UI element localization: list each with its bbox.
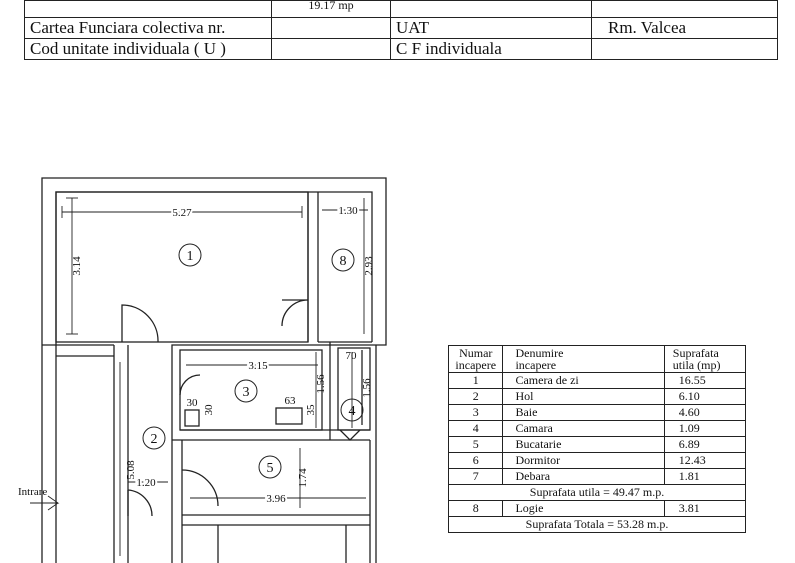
row-name: Dormitor: [502, 452, 665, 469]
row-name: Camara: [502, 420, 665, 437]
entrance-label: Intrare: [18, 486, 47, 498]
subtotal-row: Suprafata utila = 49.47 m.p.: [448, 484, 746, 501]
dim-fixture-b: 30: [203, 404, 215, 416]
row-name: Hol: [502, 388, 665, 405]
row-name: Camera de zi: [502, 372, 665, 389]
header-top-mid: [390, 0, 592, 18]
row-area: 1.81: [663, 468, 747, 485]
dim-room3-width: 3.15: [248, 360, 268, 372]
header-row-cod-unitate: Cod unitate individuala ( U ) C F indivi…: [24, 38, 778, 60]
header-value-cf-individuala: [591, 38, 778, 60]
dim-fixture-c: 63: [285, 395, 297, 407]
dim-hall-width: 1.20: [136, 477, 156, 489]
row-num: 7: [447, 468, 504, 485]
header-number-line2: incapere: [455, 358, 497, 372]
dim-room8-width: 1.30: [338, 205, 358, 217]
room-number-5: 5: [267, 461, 274, 476]
row-area: 12.43: [663, 452, 747, 469]
dim-room4-width: 70: [346, 350, 358, 362]
header-top-right: [591, 0, 778, 18]
dimension-labels: 5.27 3.14 1.30 2.93 3.15 1.56 70 1.56 30…: [71, 203, 375, 507]
room-numbers: 1 2 3 4 5 8: [151, 249, 356, 476]
header-top-row: 19.17 mp: [24, 0, 778, 18]
total-text: Suprafata Totala = 53.28 m.p.: [448, 516, 746, 533]
dim-room4-height: 1.56: [361, 378, 373, 398]
row-num: 6: [447, 452, 504, 469]
header-top-fragment: 19.17 mp: [271, 0, 391, 18]
row-area: 16.55: [663, 372, 747, 389]
header-row-cf-colectiva: Cartea Funciara colectiva nr. UAT Rm. Va…: [24, 17, 778, 39]
row-name: Baie: [502, 404, 665, 421]
row-name: Logie: [502, 500, 665, 517]
row-num: 3: [447, 404, 504, 421]
dim-hall-height: 5.08: [125, 460, 137, 480]
row-area: 6.89: [663, 436, 747, 453]
row-num: 5: [447, 436, 504, 453]
header-name-line1: Denumire: [515, 346, 564, 360]
room-number-circles: [142, 243, 364, 479]
row-num: 8: [447, 500, 504, 517]
room-number-1: 1: [187, 249, 194, 264]
dim-fixture-d: 35: [305, 404, 317, 416]
row-num: 4: [447, 420, 504, 437]
header-value-cf-colectiva: [271, 17, 391, 39]
row-name: Debara: [502, 468, 665, 485]
header-value-cod-unitate: [271, 38, 391, 60]
dim-fixture-a: 30: [187, 397, 199, 409]
header-area-line1: Suprafata: [672, 346, 719, 360]
dim-room1-width: 5.27: [172, 207, 192, 219]
subtotal-text: Suprafata utila = 49.47 m.p.: [448, 484, 746, 501]
row-name: Bucatarie: [502, 436, 665, 453]
header-top-left: [24, 0, 272, 18]
header-area-line2: utila (mp): [672, 358, 721, 372]
plan-walls: [41, 177, 387, 563]
row-area: 1.09: [663, 420, 747, 437]
header-value-uat: Rm. Valcea: [591, 17, 778, 39]
row-num: 1: [447, 372, 504, 389]
room-number-4: 4: [349, 404, 356, 419]
row-area: 4.60: [663, 404, 747, 421]
row-area: 6.10: [663, 388, 747, 405]
dim-room5-width: 3.96: [266, 493, 286, 505]
dim-room3-height: 1.56: [315, 374, 327, 394]
floor-plan: 1 2 3 4 5 8 5.27 3.14 1.30 2.93 3.15 1.5…: [18, 177, 387, 563]
header-label-cf-colectiva: Cartea Funciara colectiva nr.: [24, 17, 272, 39]
room-number-8: 8: [340, 254, 347, 269]
cadastral-header-table: 19.17 mp Cartea Funciara colectiva nr. U…: [24, 0, 778, 60]
row-area: 3.81: [663, 500, 747, 517]
row-num: 2: [447, 388, 504, 405]
room-number-3: 3: [243, 385, 250, 400]
header-field-uat: UAT: [390, 17, 592, 39]
header-number-line1: Numar: [459, 346, 493, 360]
dimension-lines: [30, 197, 368, 556]
header-name-line2: incapere: [515, 358, 557, 372]
header-label-cod-unitate: Cod unitate individuala ( U ): [24, 38, 272, 60]
dim-room5-height: 1.74: [297, 468, 309, 488]
total-row: Suprafata Totala = 53.28 m.p.: [448, 516, 746, 533]
dim-room8-height: 2.93: [363, 256, 375, 276]
header-field-cf-individuala: C F individuala: [390, 38, 592, 60]
dim-room1-height: 3.14: [71, 256, 83, 276]
room-number-2: 2: [151, 432, 158, 447]
